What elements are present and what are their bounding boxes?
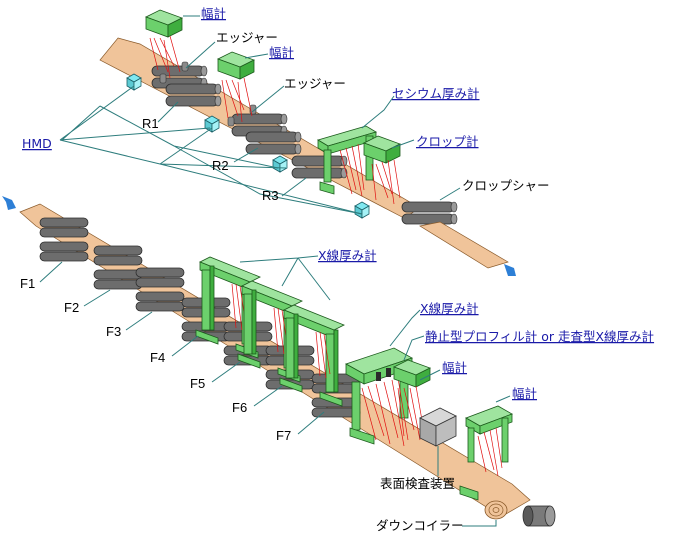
- width-gauge-1-device: [145, 9, 183, 79]
- crop-shear-label: クロップシャー: [462, 178, 550, 193]
- width-gauge-3-link[interactable]: 幅計: [442, 360, 467, 375]
- crop-shear-device: [401, 201, 509, 269]
- hmd-leader-lines: [59, 85, 363, 215]
- edger-2-label: エッジャー: [284, 76, 346, 91]
- stand-f2-label: F2: [64, 300, 79, 315]
- down-coiler-label: ダウンコイラー: [376, 518, 464, 533]
- surface-inspection-device: [419, 407, 457, 447]
- width-gauge-2-link[interactable]: 幅計: [269, 45, 294, 60]
- crop-gauge-link[interactable]: クロップ計: [416, 134, 479, 149]
- stand-f4-label: F4: [150, 350, 165, 365]
- down-coiler-device: [484, 500, 556, 527]
- stand-f7-label: F7: [276, 428, 291, 443]
- profile-gauge-link[interactable]: 静止型プロフィル計 or 走査型X線厚み計: [425, 329, 654, 344]
- stand-r1-label: R1: [142, 116, 159, 131]
- stand-f3-label: F3: [106, 324, 121, 339]
- xray-gauge-1-link[interactable]: X線厚み計: [318, 248, 377, 263]
- width-gauge-3-device: [393, 359, 431, 441]
- crop-gauge-device: [363, 135, 401, 205]
- hmd-link[interactable]: HMD: [22, 136, 52, 151]
- xray-gauge-frame-3: [279, 304, 345, 407]
- width-gauge-4-link[interactable]: 幅計: [512, 386, 537, 401]
- stand-f6-label: F6: [232, 400, 247, 415]
- edger-1-label: エッジャー: [216, 30, 278, 45]
- width-gauge-2-device: [217, 51, 255, 123]
- flow-arrow-entry: [2, 196, 16, 210]
- label-leader-lines: [39, 15, 511, 527]
- stand-r2-label: R2: [212, 158, 229, 173]
- xray-gauge-2-link[interactable]: X線厚み計: [420, 301, 479, 316]
- width-gauge-4-device: [459, 405, 513, 501]
- flow-arrow-exit: [504, 264, 516, 276]
- stand-f5-label: F5: [190, 376, 205, 391]
- stand-f1-label: F1: [20, 276, 35, 291]
- edger-cylinders: [159, 61, 257, 127]
- surface-inspection-label: 表面検査装置: [380, 476, 455, 491]
- cesium-gauge-link[interactable]: セシウム厚み計: [392, 86, 480, 101]
- width-gauge-1-link[interactable]: 幅計: [201, 6, 226, 21]
- stand-r3-label: R3: [262, 188, 279, 203]
